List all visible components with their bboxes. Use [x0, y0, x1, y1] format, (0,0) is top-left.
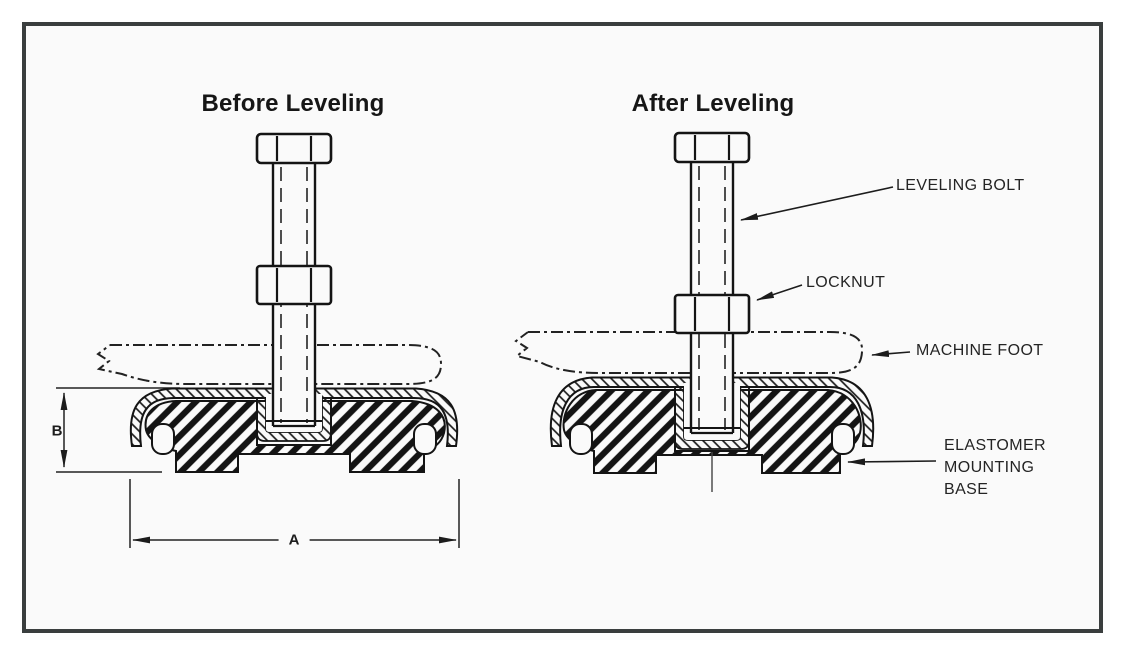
bolt-head-after [673, 131, 751, 164]
locknut-before [255, 264, 333, 306]
machine-foot-outline-after [514, 331, 864, 374]
relief-notch-left-after [569, 423, 593, 455]
callout-machine-foot: MACHINE FOOT [916, 342, 1044, 359]
callout-leaders [740, 186, 937, 466]
locknut-leader [756, 284, 803, 301]
machine-foot-outline-before [96, 344, 443, 385]
leveling-bolt-leader [740, 186, 894, 221]
callout-elastomer-mounting-base: ELASTOMER MOUNTING BASE [944, 435, 1046, 501]
cap-shell-after [549, 376, 875, 447]
title-after-leveling: After Leveling [631, 90, 795, 117]
elastomer-leader [847, 458, 937, 466]
callout-leveling-bolt: LEVELING BOLT [896, 177, 1025, 194]
leveling-bolt-after [673, 131, 751, 435]
callout-elastomer-line2: MOUNTING [944, 459, 1035, 476]
relief-notch-right-after [831, 423, 855, 455]
locknut-after [673, 293, 751, 335]
dimension-label-a: A [278, 531, 310, 549]
callout-elastomer-line3: BASE [944, 481, 989, 498]
dimension-b [56, 387, 180, 473]
relief-notch-left-before [151, 423, 175, 455]
callout-locknut: LOCKNUT [806, 274, 886, 291]
after-assembly [514, 131, 875, 492]
cap-shell-before [129, 387, 459, 447]
machine-foot-leader [871, 350, 911, 358]
leveling-bolt-before [255, 132, 333, 428]
before-assembly [56, 132, 460, 548]
relief-notch-right-before [413, 423, 437, 455]
drawing-frame [22, 22, 1103, 633]
callout-elastomer-line1: ELASTOMER [944, 437, 1046, 454]
title-before-leveling: Before Leveling [201, 90, 385, 117]
dimension-label-b: B [51, 422, 63, 440]
bolt-head-before [255, 132, 333, 165]
